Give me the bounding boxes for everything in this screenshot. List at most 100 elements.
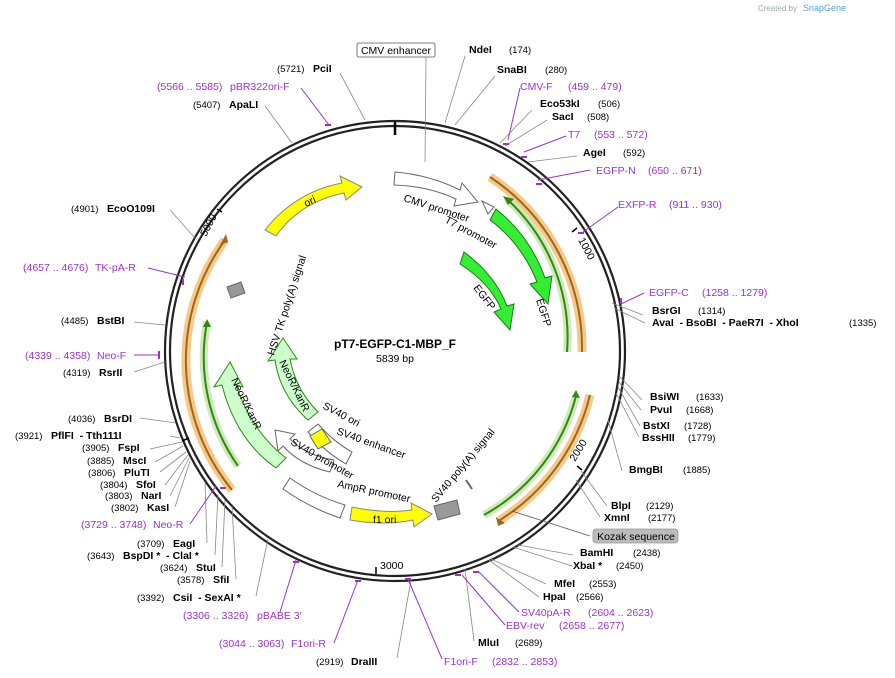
primer-name: EXFP-R (618, 199, 657, 211)
enzyme-name: SfiI (213, 574, 229, 586)
enzyme-name: PflFI - Tth111I (51, 430, 122, 442)
enzyme-pos: (1314) (698, 306, 725, 317)
enzyme-pos: (1335) (849, 318, 876, 329)
polya-green-arrowhead (572, 390, 580, 398)
enzyme-pos: (2129) (646, 501, 673, 512)
polya-green-band (483, 395, 577, 516)
primer-pos: (2658 .. 2677) (559, 620, 624, 632)
enzyme-name: EcoO109I (107, 203, 155, 215)
enzyme-name: DraIII (351, 656, 377, 668)
kozak-box (592, 528, 679, 544)
primer-pos: (2832 .. 2853) (492, 656, 557, 668)
enzyme-name: StuI (196, 562, 216, 574)
ampr-promoter-arrow (282, 477, 346, 519)
enzyme-pos: (508) (587, 112, 609, 123)
enzyme-pos: (2450) (616, 561, 643, 572)
right-enzyme-labels: NdeI (174) SnaBI (280) Eco53kI (506) Sac… (316, 44, 876, 668)
primer-pos: (4339 .. 4358) (25, 350, 90, 362)
backbone-inner (168, 124, 622, 578)
tick-label-1000: 1000 (575, 236, 597, 262)
enzyme-name: FspI (118, 442, 140, 454)
tick-5000 (216, 208, 223, 213)
primer-pos: (1258 .. 1279) (702, 287, 767, 299)
enzyme-pos: (280) (545, 65, 567, 76)
enzyme-pos: (4485) (61, 316, 88, 327)
enzyme-name: Eco53kI (540, 98, 580, 110)
enzyme-name: PciI (313, 63, 332, 75)
enzyme-name: BstBI (97, 315, 125, 327)
tick-4000 (181, 437, 190, 442)
sv40-ori-box (309, 428, 332, 450)
hsv-tk-label: HSV TK poly(A) signal (265, 254, 309, 357)
enzyme-pos: (174) (509, 45, 531, 56)
egfp-outer-label: EGFP (533, 297, 553, 328)
sv40-promoter-arrow (274, 429, 335, 473)
enzyme-name: MfeI (554, 578, 575, 590)
enzyme-pos: (3709) (137, 539, 164, 550)
enzyme-name: CsiI - SexAI * (173, 592, 242, 604)
f1-ori-label: f1 ori (373, 514, 396, 526)
primer-pos: (553 .. 572) (594, 129, 648, 141)
enzyme-name: BmgBI (629, 464, 663, 476)
ori-label: ori (302, 194, 318, 210)
enzyme-pos: (3804) (100, 480, 127, 491)
leader-lines (133, 55, 646, 659)
enzyme-pos: (3643) (87, 551, 114, 562)
tick-label-5000: 5000 (198, 212, 220, 238)
backbone-outer (163, 119, 627, 583)
enzyme-pos: (5721) (277, 64, 304, 75)
cmv-enhancer-label: CMV enhancer (361, 45, 432, 57)
polya-outer-band (499, 394, 591, 521)
enzyme-pos: (3802) (111, 503, 138, 514)
enzyme-name: BsiWI (650, 391, 679, 403)
sv40-polya-label: SV40 poly(A) signal (429, 427, 497, 505)
primer-name: CMV-F (520, 81, 553, 93)
enzyme-name: BstXI (643, 420, 670, 432)
neor-green-band (202, 321, 239, 467)
ori-arrow (264, 175, 363, 237)
cmv-promoter-arrow (393, 171, 479, 207)
f1-ori-arrow (349, 502, 433, 528)
enzyme-name: BamHI (580, 547, 613, 559)
enzyme-pos: (2177) (648, 513, 675, 524)
enzyme-pos: (3905) (82, 443, 109, 454)
neor-outer-arrowhead (220, 234, 228, 245)
egfp-inner-arrow (459, 251, 515, 332)
enzyme-pos: (2438) (633, 548, 660, 559)
primer-pos: (3306 .. 3326) (183, 610, 248, 622)
enzyme-name: MluI (478, 637, 499, 649)
primer-pos: (2604 .. 2623) (588, 607, 653, 619)
primer-name: T7 (568, 129, 580, 141)
primer-pos: (3044 .. 3063) (219, 638, 284, 650)
enzyme-pos: (3578) (177, 575, 204, 586)
enzyme-pos: (2689) (515, 638, 542, 649)
enzyme-name: SfoI (136, 479, 156, 491)
enzyme-name: BspDI * - ClaI * (123, 550, 200, 562)
t7-promoter-arrow (480, 199, 495, 215)
primer-marks (158, 124, 622, 582)
plasmid-length: 5839 bp (376, 353, 414, 365)
primer-name: EGFP-N (596, 165, 636, 177)
enzyme-name: PvuI (650, 404, 672, 416)
primer-pos: (4657 .. 4676) (23, 262, 88, 274)
enzyme-pos: (4319) (63, 368, 90, 379)
enzyme-pos: (592) (623, 148, 645, 159)
enzyme-pos: (4901) (71, 204, 98, 215)
enzyme-name: AvaI - BsoBI - PaeR7I - XhoI (652, 317, 799, 329)
hsv-tk-box (226, 281, 246, 299)
enzyme-name: AgeI (583, 147, 606, 159)
tick-1000 (571, 227, 578, 233)
enzyme-pos: (3624) (160, 563, 187, 574)
egfp-outer-band (489, 176, 584, 353)
egfp-green-arrowhead (503, 196, 514, 205)
enzyme-pos: (3806) (88, 468, 115, 479)
enzyme-name: HpaI (543, 591, 566, 603)
primer-pos: (3729 .. 3748) (81, 519, 146, 531)
primer-name: TK-pA-R (95, 262, 136, 274)
neor-outer-band (184, 239, 233, 491)
enzyme-name: NarI (141, 490, 162, 502)
enzyme-name: XmnI (604, 512, 630, 524)
primer-name: EBV-rev (506, 620, 545, 632)
primer-name: pBABE 3' (257, 610, 302, 622)
